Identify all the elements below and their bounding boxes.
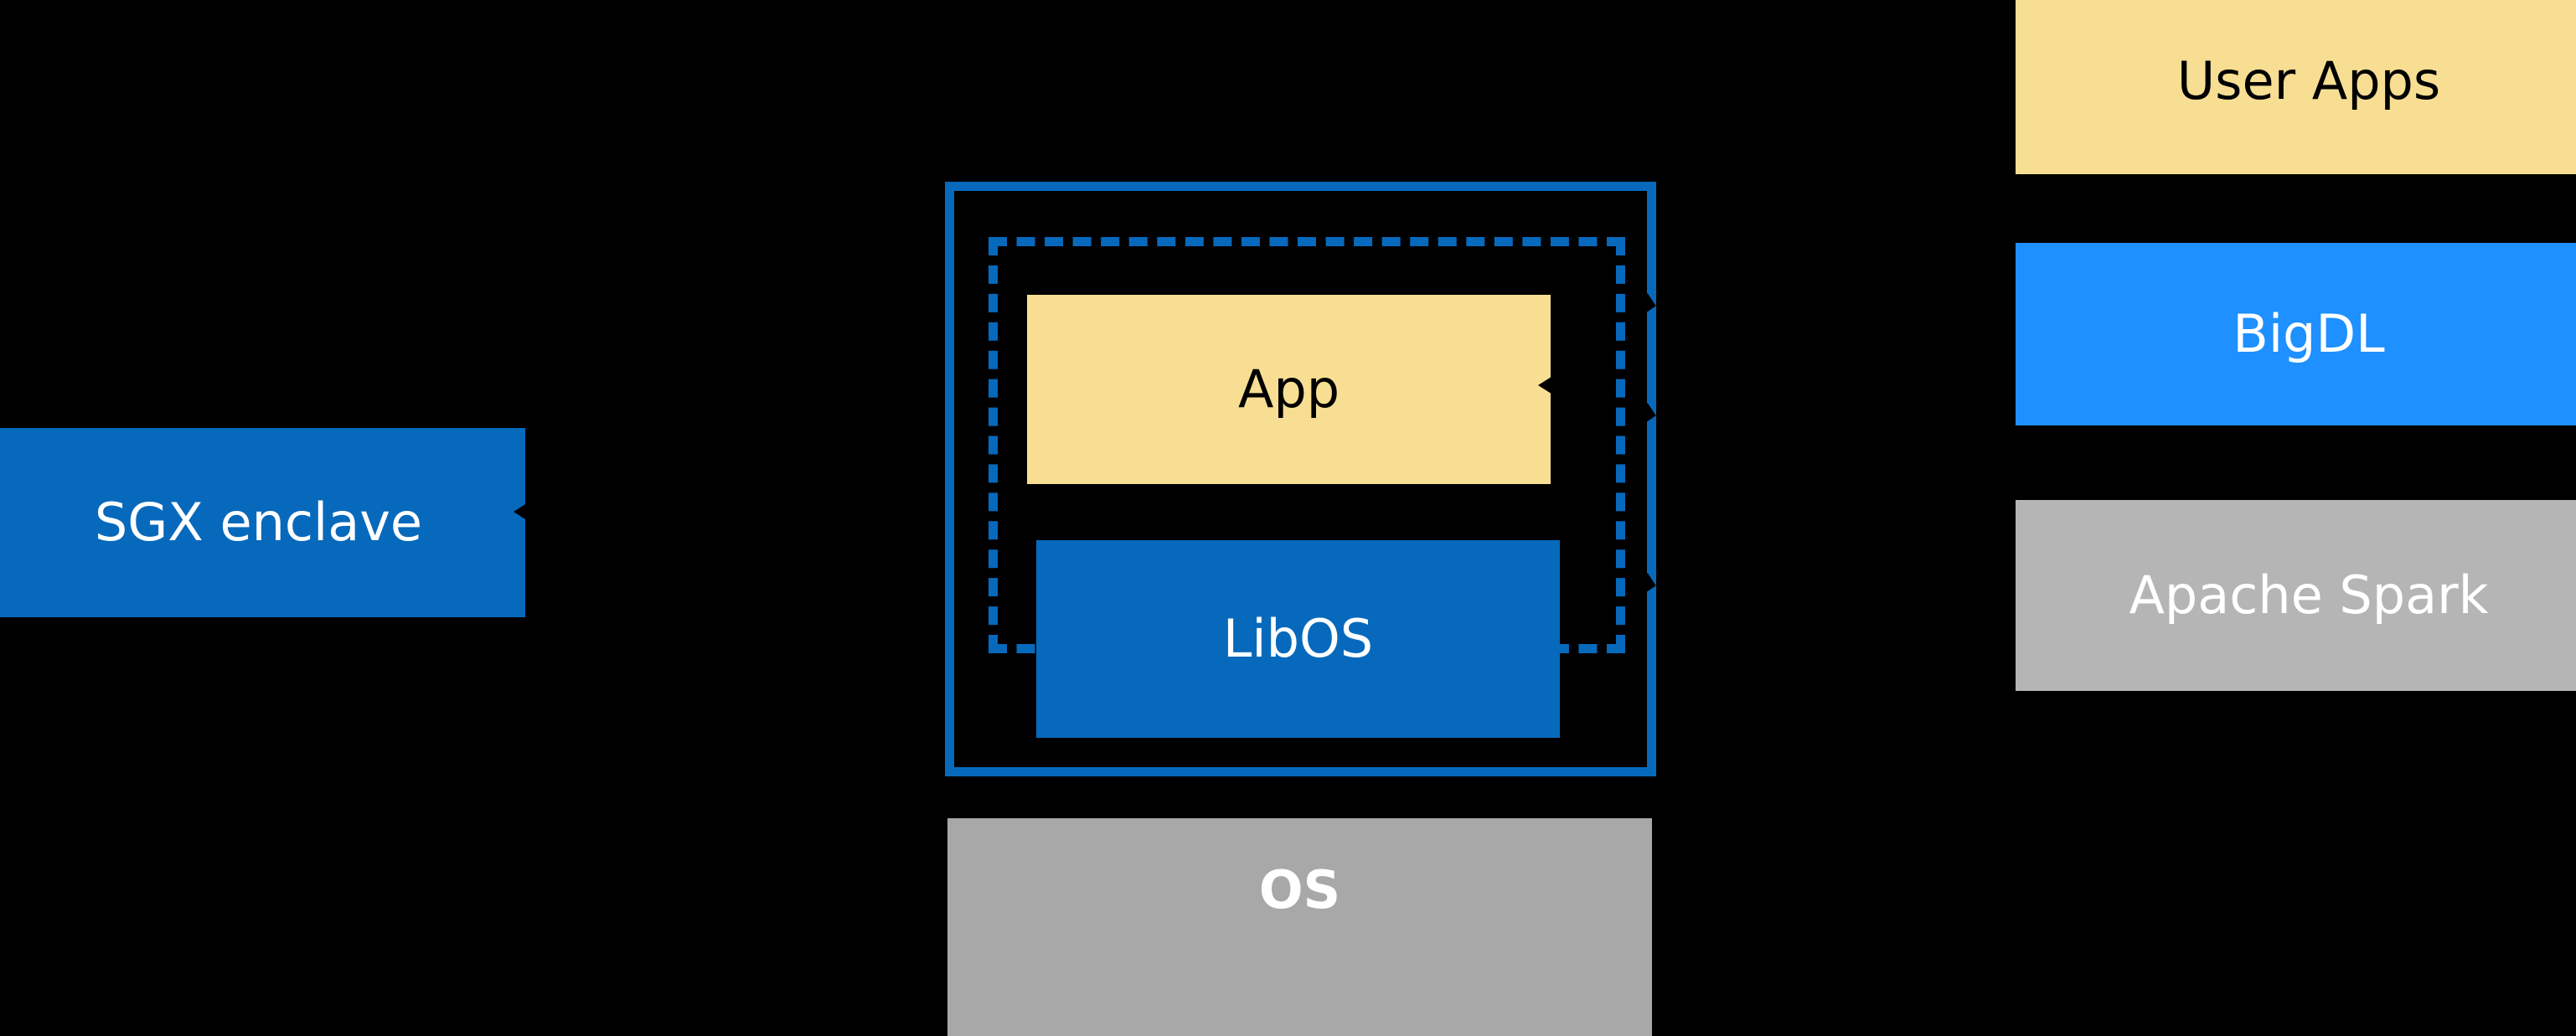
bigdl-label: BigDL <box>2233 302 2385 364</box>
enclave-boundary-outline <box>945 182 1656 776</box>
os-label: OS <box>1258 859 1341 920</box>
app-label: App <box>1237 358 1340 420</box>
user-apps-label: User Apps <box>2176 49 2441 111</box>
sgx-to-enclave-arrow-icon <box>514 500 532 523</box>
app-box: App <box>1027 295 1551 484</box>
libos-label: LibOS <box>1222 607 1374 669</box>
apache-spark-box: Apache Spark <box>2016 500 2576 691</box>
bigdl-box: BigDL <box>2016 243 2576 425</box>
os-box: OS <box>947 818 1652 1036</box>
user-apps-box: User Apps <box>2016 0 2576 174</box>
sgx-enclave-box: SGX enclave <box>0 428 525 617</box>
libos-box: LibOS <box>1036 540 1560 738</box>
sgx-enclave-label: SGX enclave <box>94 491 423 553</box>
app-to-userapps-arrow-icon <box>1538 374 1556 397</box>
apache-spark-label: Apache Spark <box>2129 564 2489 626</box>
